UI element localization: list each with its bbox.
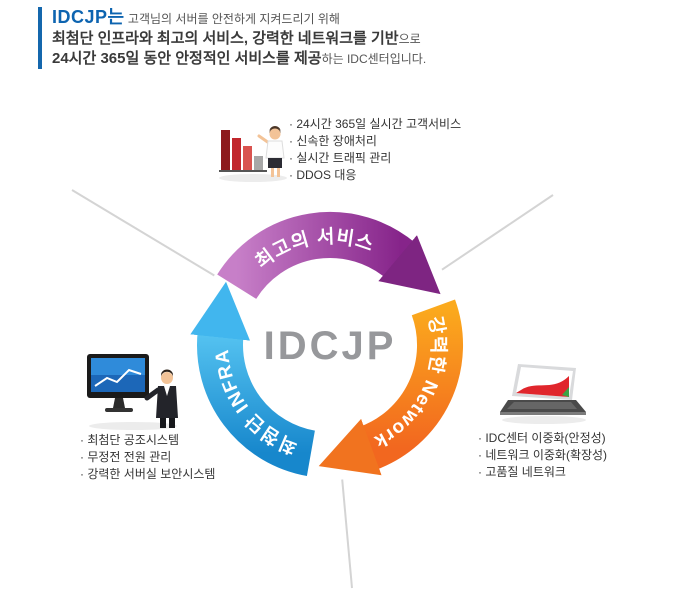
customer-service-illustration — [219, 126, 287, 182]
person-figure — [144, 369, 178, 428]
infra-illustration — [87, 354, 178, 430]
figure-shadow — [89, 422, 177, 430]
feature-item: · DDOS 대응 — [289, 168, 357, 182]
feature-item: · 무정전 전원 관리 — [80, 450, 172, 464]
network-illustration — [500, 364, 586, 424]
feature-item: · IDC센터 이중화(안정성) — [478, 431, 606, 445]
feature-item: · 신속한 장애처리 — [289, 134, 377, 148]
network-feature-list: · IDC센터 이중화(안정성) · 네트워크 이중화(확장성) · 고품질 네… — [478, 430, 607, 481]
header-line3-text: 하는 IDC센터입니다. — [321, 52, 427, 66]
ray-bottom — [341, 479, 353, 589]
header-line3-bold: 24시간 365일 동안 안정적인 서비스를 제공 — [52, 50, 322, 67]
brand-name: IDCJP는 — [52, 7, 125, 27]
header-line-3: 24시간 365일 동안 안정적인 서비스를 제공하는 IDC센터입니다. — [52, 49, 426, 69]
arc-infra — [190, 281, 316, 476]
figure-shadow — [502, 416, 586, 424]
arc-best-service — [217, 211, 441, 300]
header-line2-text: 으로 — [398, 32, 421, 46]
cycle-diagram: 최고의 서비스 강력한 Network 최첨단 INFRA IDCJP — [190, 211, 463, 476]
feature-item: · 24시간 365일 실시간 고객서비스 — [289, 117, 462, 131]
header: IDCJP는 고객님의 서버를 안전하게 지켜드리기 위해 최첨단 인프라와 최… — [38, 7, 426, 69]
feature-item: · 최첨단 공조시스템 — [80, 433, 179, 447]
header-line2-bold: 최첨단 인프라와 최고의 서비스, 강력한 네트워크를 기반 — [52, 30, 399, 47]
feature-item: · 네트워크 이중화(확장성) — [478, 448, 608, 462]
ray-top-right — [441, 194, 554, 271]
header-line-2: 최첨단 인프라와 최고의 서비스, 강력한 네트워크를 기반으로 — [52, 29, 426, 49]
feature-item: · 실시간 트래픽 관리 — [289, 151, 392, 165]
header-line-1: IDCJP는 고객님의 서버를 안전하게 지켜드리기 위해 — [52, 7, 426, 29]
infra-feature-list: · 최첨단 공조시스템 · 무정전 전원 관리 · 강력한 서버실 보안시스템 — [80, 432, 215, 483]
diagram-center-label: IDCJP — [264, 324, 397, 368]
ray-top-left — [71, 189, 215, 277]
figure-shadow — [219, 174, 287, 182]
feature-item: · 고품질 네트워크 — [478, 465, 566, 479]
feature-item: · 강력한 서버실 보안시스템 — [80, 467, 216, 481]
service-feature-list: · 24시간 365일 실시간 고객서비스 · 신속한 장애처리 · 실시간 트… — [289, 116, 461, 184]
arc-powerful-network — [318, 299, 463, 476]
bar-chart-icon — [219, 130, 267, 172]
monitor-icon — [87, 354, 149, 412]
header-line1-text: 고객님의 서버를 안전하게 지켜드리기 위해 — [124, 12, 340, 26]
person-figure — [257, 126, 285, 177]
laptop-icon — [500, 364, 586, 415]
